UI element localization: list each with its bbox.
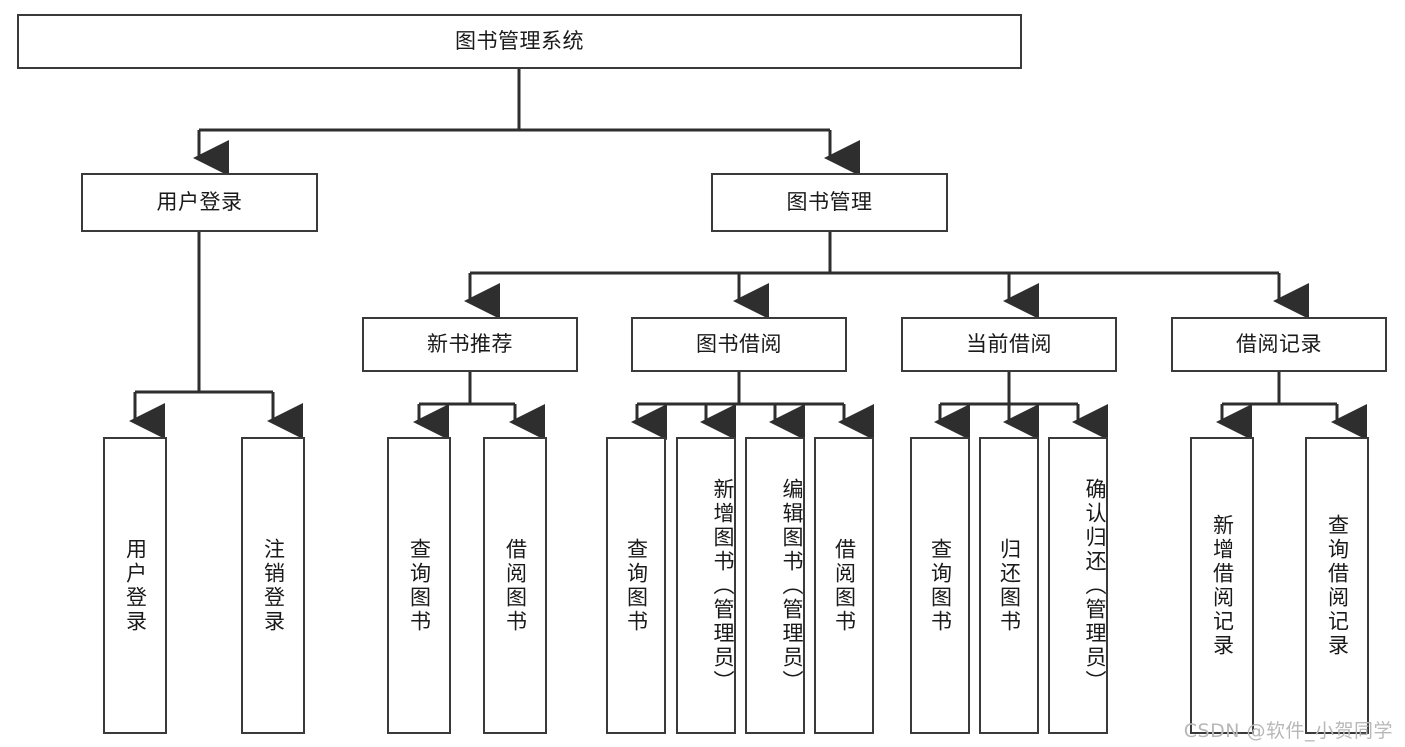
node-label: 归还图书 — [997, 537, 1022, 634]
node-label: 新增借阅记录 — [1210, 513, 1235, 658]
node-borrow-record[interactable]: 借阅记录 — [1171, 317, 1387, 372]
leaf-new-book-query-book[interactable]: 查询图书 — [387, 437, 451, 734]
node-label: 编辑图书（管理员） — [780, 477, 804, 694]
leaf-book-borrow-edit-book-admin[interactable]: 编辑图书（管理员） — [745, 437, 805, 734]
leaf-current-borrow-query-book[interactable]: 查询图书 — [910, 437, 970, 734]
leaf-user-login-login[interactable]: 用户登录 — [103, 437, 167, 734]
node-label: 确认归还（管理员） — [1083, 477, 1107, 694]
leaf-book-borrow-add-book-admin[interactable]: 新增图书（管理员） — [676, 437, 736, 734]
node-label: 查询图书 — [928, 537, 953, 634]
node-label: 查询借阅记录 — [1325, 513, 1350, 658]
node-label: 查询图书 — [407, 537, 432, 634]
node-book-management[interactable]: 图书管理 — [711, 173, 948, 232]
node-user-login[interactable]: 用户登录 — [81, 173, 318, 232]
node-current-borrow[interactable]: 当前借阅 — [901, 317, 1117, 372]
node-label: 借阅图书 — [503, 537, 528, 634]
leaf-book-borrow-query-book[interactable]: 查询图书 — [606, 437, 666, 734]
node-label: 注销登录 — [261, 537, 286, 634]
leaf-book-borrow-borrow-book[interactable]: 借阅图书 — [814, 437, 874, 734]
node-label: 借阅图书 — [832, 537, 857, 634]
node-label: 新书推荐 — [427, 331, 513, 356]
node-root-book-management-system[interactable]: 图书管理系统 — [17, 14, 1022, 69]
node-label: 用户登录 — [123, 537, 148, 634]
node-label: 图书借阅 — [696, 331, 782, 356]
node-book-borrow[interactable]: 图书借阅 — [631, 317, 847, 372]
leaf-current-borrow-confirm-return-admin[interactable]: 确认归还（管理员） — [1048, 437, 1108, 734]
node-label: 新增图书（管理员） — [711, 477, 735, 694]
node-label: 用户登录 — [156, 189, 243, 214]
node-label: 图书管理 — [786, 189, 873, 214]
leaf-borrow-record-query-record[interactable]: 查询借阅记录 — [1305, 437, 1369, 734]
leaf-current-borrow-return-book[interactable]: 归还图书 — [979, 437, 1039, 734]
watermark-text: CSDN @软件_小贺同学 — [1183, 720, 1393, 742]
node-label: 图书管理系统 — [455, 28, 584, 53]
leaf-borrow-record-add-record[interactable]: 新增借阅记录 — [1190, 437, 1254, 734]
node-label: 当前借阅 — [966, 331, 1052, 356]
node-label: 借阅记录 — [1236, 331, 1322, 356]
node-new-book-recommend[interactable]: 新书推荐 — [362, 317, 578, 372]
node-label: 查询图书 — [624, 537, 649, 634]
leaf-new-book-borrow-book[interactable]: 借阅图书 — [483, 437, 547, 734]
leaf-user-login-logout[interactable]: 注销登录 — [241, 437, 305, 734]
